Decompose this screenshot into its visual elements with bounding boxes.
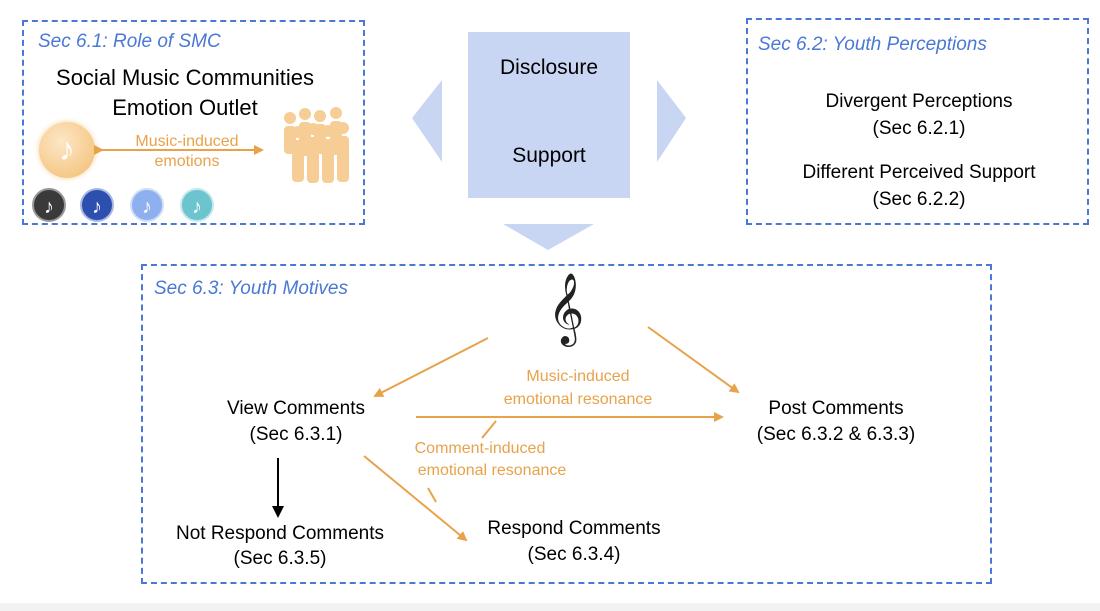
- view-comments-ref: (Sec 6.3.1): [249, 424, 343, 445]
- note-icon-black: ♪: [32, 188, 66, 222]
- perceived-support-label: Different Perceived Support: [802, 162, 1036, 183]
- people-group-icon: [284, 107, 349, 183]
- disclosure-label: Disclosure: [499, 56, 599, 79]
- sec62-frame: [746, 18, 1089, 225]
- disclosure-support-box: Disclosure Support: [468, 32, 630, 198]
- not-respond-label: Not Respond Comments: [175, 523, 385, 544]
- note-icon-teal: ♪: [180, 188, 214, 222]
- music-resonance-tick: [481, 420, 497, 439]
- music-circle-icon: ♪: [39, 122, 95, 178]
- post-comments-ref: (Sec 6.3.2 & 6.3.3): [756, 424, 916, 445]
- music-note-glyph: ♪: [59, 131, 75, 167]
- note-icon-lightblue: ♪: [130, 188, 164, 222]
- support-label: Support: [512, 144, 586, 167]
- bottom-strip: [0, 603, 1100, 611]
- smc-label: Social Music Communities: [56, 65, 314, 90]
- clef-to-post-arrow: [647, 326, 740, 394]
- comment-resonance-label-1: Comment-induced: [414, 440, 546, 457]
- divergent-perceptions-label: Divergent Perceptions: [825, 91, 1013, 112]
- music-resonance-label-1: Music-induced: [526, 368, 630, 385]
- music-resonance-label-2: emotional resonance: [503, 391, 653, 408]
- sec61-title: Sec 6.1: Role of SMC: [38, 31, 221, 52]
- not-respond-ref: (Sec 6.3.5): [233, 548, 327, 569]
- note-icon-navy: ♪: [80, 188, 114, 222]
- post-comments-label: Post Comments: [768, 398, 904, 419]
- clef-to-view-arrow: [373, 337, 489, 397]
- comment-resonance-tick: [427, 487, 437, 503]
- perceived-support-ref: (Sec 6.2.2): [872, 189, 966, 210]
- comment-resonance-label-2: emotional resonance: [417, 462, 567, 479]
- emotions-label: emotions: [154, 153, 220, 170]
- respond-comments-label: Respond Comments: [487, 518, 661, 539]
- down-chevron: [503, 224, 594, 250]
- sec63-frame: [141, 264, 992, 584]
- emotion-outlet-label: Emotion Outlet: [112, 95, 258, 120]
- view-comments-label: View Comments: [227, 398, 365, 419]
- view-to-respond-arrow: [363, 455, 468, 542]
- sec61-frame: [22, 20, 365, 225]
- treble-clef-icon: 𝄞: [547, 271, 585, 344]
- right-chevron: [657, 80, 686, 162]
- respond-comments-ref: (Sec 6.3.4): [527, 544, 621, 565]
- sec63-title: Sec 6.3: Youth Motives: [154, 278, 348, 299]
- divergent-perceptions-ref: (Sec 6.2.1): [872, 118, 966, 139]
- left-chevron: [412, 80, 442, 162]
- sec62-title: Sec 6.2: Youth Perceptions: [758, 34, 987, 55]
